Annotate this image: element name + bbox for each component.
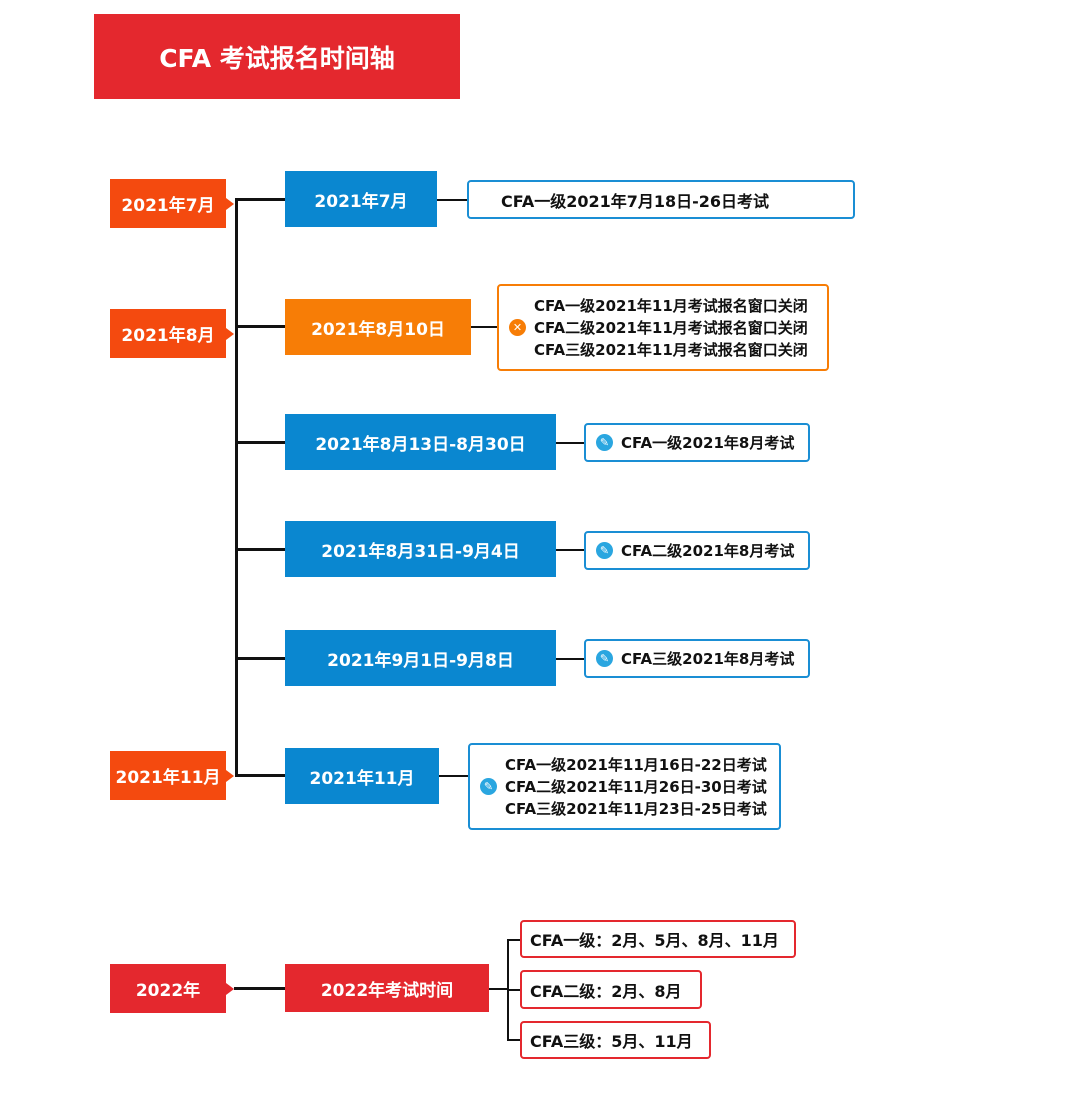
pencil-icon: ✎: [596, 542, 613, 559]
event-detail: CFA一级2021年7月18日-26日考试: [467, 180, 855, 219]
connector: [556, 549, 584, 551]
connector: [507, 1039, 520, 1041]
month-label: 2021年8月: [110, 309, 234, 358]
connector: [439, 775, 468, 777]
exam-month-item: CFA二级：2月、8月: [520, 970, 702, 1009]
connector: [234, 987, 285, 990]
detail-text: CFA一级2021年8月考试: [621, 434, 795, 452]
page-title: CFA 考试报名时间轴: [94, 14, 460, 99]
event-detail: ✎ CFA一级2021年8月考试: [584, 423, 810, 462]
pencil-icon: ✎: [480, 778, 497, 795]
event-detail: ✎ CFA一级2021年11月16日-22日考试 CFA二级2021年11月26…: [468, 743, 781, 830]
month-label: 2021年7月: [110, 179, 234, 228]
connector: [437, 199, 467, 201]
pencil-icon: ✎: [596, 650, 613, 667]
connector: [556, 658, 584, 660]
exam-month-item: CFA一级：2月、5月、8月、11月: [520, 920, 796, 958]
detail-text: CFA二级2021年11月26日-30日考试: [505, 777, 767, 796]
detail-text: CFA一级2021年11月16日-22日考试: [505, 755, 767, 774]
detail-text: CFA三级2021年8月考试: [621, 650, 795, 668]
connector: [235, 548, 285, 551]
detail-text: CFA一级2021年11月考试报名窗口关闭: [534, 296, 808, 315]
exam-month-item: CFA三级：5月、11月: [520, 1021, 711, 1059]
connector: [235, 198, 285, 201]
connector: [235, 657, 285, 660]
connector: [235, 441, 285, 444]
event-date-box: 2021年8月13日-8月30日: [285, 414, 556, 470]
connector: [471, 326, 497, 328]
connector: [507, 939, 520, 941]
connector: [235, 774, 285, 777]
event-date-box: 2021年7月: [285, 171, 437, 227]
event-date-box: 2021年8月31日-9月4日: [285, 521, 556, 577]
event-date-box: 2021年9月1日-9月8日: [285, 630, 556, 686]
close-circle-icon: ✕: [509, 319, 526, 336]
connector: [507, 989, 520, 991]
event-date-box: 2021年11月: [285, 748, 439, 804]
detail-text: CFA一级2021年7月18日-26日考试: [501, 191, 770, 211]
event-date-box: 2021年8月10日: [285, 299, 471, 355]
event-detail: ✕ CFA一级2021年11月考试报名窗口关闭 CFA二级2021年11月考试报…: [497, 284, 829, 371]
connector: [556, 442, 584, 444]
connector: [489, 988, 509, 990]
event-detail: ✎ CFA二级2021年8月考试: [584, 531, 810, 570]
month-label: 2021年11月: [110, 751, 234, 800]
connector: [235, 325, 285, 328]
year-label: 2022年: [110, 964, 234, 1013]
event-detail: ✎ CFA三级2021年8月考试: [584, 639, 810, 678]
detail-text: CFA三级2021年11月考试报名窗口关闭: [534, 340, 808, 359]
exam-time-box: 2022年考试时间: [285, 964, 489, 1012]
pencil-icon: ✎: [596, 434, 613, 451]
detail-text: CFA二级2021年11月考试报名窗口关闭: [534, 318, 808, 337]
detail-text: CFA二级2021年8月考试: [621, 542, 795, 560]
detail-text: CFA三级2021年11月23日-25日考试: [505, 799, 767, 818]
timeline-axis: [235, 198, 238, 777]
